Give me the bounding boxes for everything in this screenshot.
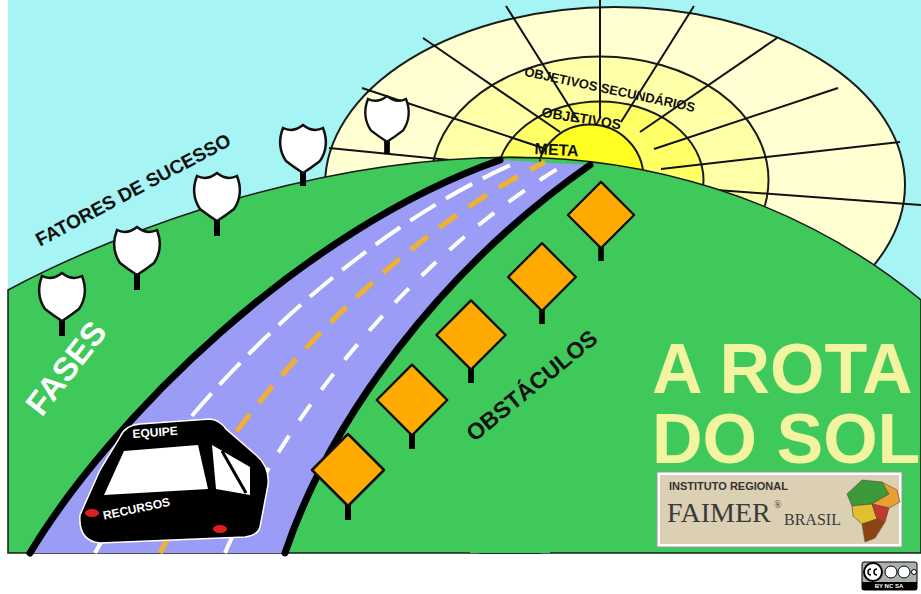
car-window — [104, 445, 208, 495]
sun-outer-ring — [325, 7, 905, 363]
license-icon — [885, 566, 897, 578]
goal-ring — [497, 102, 704, 259]
goal-ring: METAOBJETIVOS — [495, 100, 705, 260]
license-badge — [862, 562, 917, 590]
license-icon — [898, 566, 910, 578]
logo-box: INSTITUTO REGIONAL FAIMER®BRASIL — [657, 472, 902, 547]
map-region — [862, 519, 885, 542]
group-label: OBSTÁCULOS — [462, 326, 602, 445]
logo-background — [660, 475, 899, 544]
logo-text: ® — [774, 500, 782, 510]
license-icon — [912, 570, 917, 575]
sign-post — [59, 318, 65, 336]
car-label: EQUIPE — [132, 425, 178, 440]
goal-ring: METAOBJETIVOSOBJETIVOS SECUNDÁRIOS — [430, 55, 770, 305]
sign-post — [409, 431, 415, 449]
license-icon — [864, 563, 882, 581]
logo-text: FAIMER — [667, 499, 771, 527]
diagram-title: A ROTA DO SOL — [652, 334, 921, 474]
group-label: FASES — [20, 315, 113, 421]
car-pillar — [222, 451, 246, 493]
shield-sign — [114, 227, 160, 275]
sign-post — [539, 307, 545, 324]
target-label: META — [534, 141, 579, 159]
sign-post — [134, 272, 140, 290]
sign-post — [468, 366, 474, 383]
map-region — [872, 482, 900, 508]
target-circle-shape — [535, 123, 645, 233]
sign-post — [345, 502, 351, 520]
license-icon — [874, 569, 877, 575]
shield-sign — [39, 273, 85, 321]
car-body — [80, 419, 268, 543]
car: EQUIPERECURSOS — [70, 415, 270, 545]
shield-sign — [280, 125, 326, 173]
logo-frame — [657, 472, 902, 547]
target-circle: META — [535, 123, 645, 233]
target-circle — [537, 125, 644, 232]
logo-text: INSTITUTO REGIONAL — [669, 481, 788, 492]
shield-sign — [194, 173, 240, 221]
license-badge-strip — [862, 582, 917, 590]
car-window — [212, 445, 250, 495]
shield-sign — [365, 96, 408, 142]
logo-text: BRASIL — [784, 512, 841, 528]
license-icon — [868, 569, 871, 575]
group-label: FATORES DE SUCESSO — [32, 130, 233, 249]
tail-light — [213, 525, 227, 533]
sign-post — [300, 170, 306, 186]
map-region — [872, 504, 889, 522]
sign-post — [214, 218, 220, 236]
goal-ring — [432, 57, 769, 304]
tail-light — [85, 509, 99, 517]
sign-post — [384, 139, 390, 154]
road-edge — [30, 160, 500, 553]
license-text: BY NC SA — [875, 583, 904, 589]
warning-sign — [377, 365, 448, 436]
warning-sign — [436, 300, 505, 369]
warning-sign — [312, 434, 384, 506]
